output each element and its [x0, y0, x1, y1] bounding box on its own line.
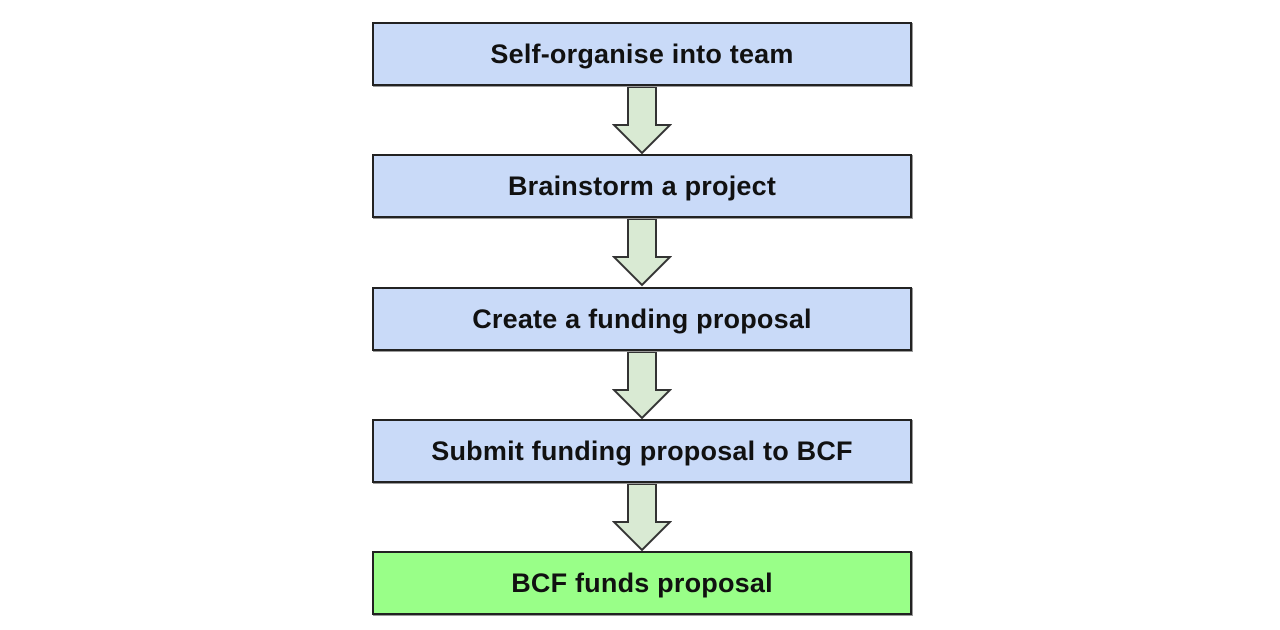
step-label: BCF funds proposal: [511, 567, 773, 598]
step-label: Create a funding proposal: [472, 303, 812, 334]
step-label: Brainstorm a project: [507, 170, 777, 201]
step-label: Self-organise into team: [490, 38, 794, 69]
down-arrow-icon: [612, 87, 672, 155]
down-arrow-icon: [612, 484, 672, 552]
step-label: Submit funding proposal to BCF: [431, 435, 853, 466]
down-arrow-icon: [612, 352, 672, 420]
step-brainstorm-a-project: Brainstorm a project: [372, 154, 912, 218]
step-create-a-funding-proposal: Create a funding proposal: [372, 287, 912, 351]
step-bcf-funds-proposal: BCF funds proposal: [372, 551, 912, 615]
down-arrow-icon: [612, 219, 672, 287]
step-submit-funding-proposal-to-bcf: Submit funding proposal to BCF: [372, 419, 912, 483]
step-self-organise-into-team: Self-organise into team: [372, 22, 912, 86]
